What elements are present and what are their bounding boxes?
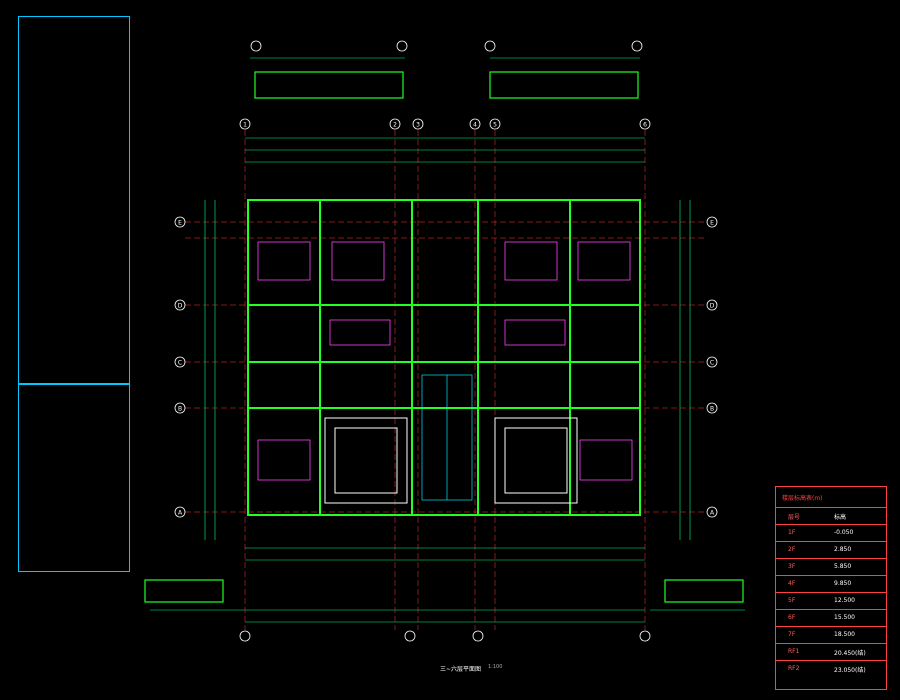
table-row: 3F 5.850 bbox=[776, 558, 886, 576]
general-notes-panel bbox=[18, 16, 130, 384]
floor-cell: 7F bbox=[788, 631, 796, 638]
floor-cell: 4F bbox=[788, 580, 796, 587]
floor-cell: 6F bbox=[788, 614, 796, 621]
floor-cell: 1F bbox=[788, 529, 796, 536]
grid-bubble-label: B bbox=[710, 406, 714, 413]
grid-bubble-label: E bbox=[710, 220, 714, 227]
level-cell: 23.050(结) bbox=[834, 667, 866, 674]
top-dimension-lines bbox=[245, 57, 645, 163]
elevation-table-header: 楼层标高表(m) bbox=[782, 495, 823, 502]
level-cell: 15.500 bbox=[834, 614, 855, 621]
grid-bubble-label: E bbox=[178, 220, 182, 227]
level-cell: 9.850 bbox=[834, 580, 852, 587]
table-row: 1F -0.050 bbox=[776, 524, 886, 542]
floor-cell: 3F bbox=[788, 563, 796, 570]
axis-lines bbox=[185, 130, 705, 630]
stair bbox=[421, 374, 473, 501]
table-row: RF2 23.050(结) bbox=[776, 660, 886, 678]
level-cell: 12.500 bbox=[834, 597, 855, 604]
grid-bubble-label: C bbox=[178, 360, 182, 367]
bottom-dimension-lines bbox=[150, 547, 745, 623]
building-walls bbox=[247, 199, 641, 516]
col-level: 标高 bbox=[834, 514, 847, 521]
grid-bubble-label: 6 bbox=[643, 122, 647, 129]
grid-bubble-label: 1 bbox=[243, 122, 247, 129]
floor-cell: 5F bbox=[788, 597, 796, 604]
level-cell: -0.050 bbox=[834, 529, 854, 536]
level-cell: 20.450(结) bbox=[834, 650, 866, 657]
table-row: 2F 2.850 bbox=[776, 541, 886, 559]
grid-bubble-label: A bbox=[710, 510, 715, 517]
table-row: RF1 20.450(结) bbox=[776, 643, 886, 661]
living-room-sofas bbox=[324, 417, 578, 504]
furniture bbox=[257, 241, 633, 481]
grid-bubble-label: B bbox=[178, 406, 182, 413]
table-row: 7F 18.500 bbox=[776, 626, 886, 644]
floor-cell: RF1 bbox=[788, 648, 800, 655]
table-row: 5F 12.500 bbox=[776, 592, 886, 610]
table-row: 6F 15.500 bbox=[776, 609, 886, 627]
floor-cell: 2F bbox=[788, 546, 796, 553]
side-dimension-lines bbox=[204, 200, 691, 540]
floor-cell: RF2 bbox=[788, 665, 800, 672]
elevation-table-head-row: 层号 标高 bbox=[776, 507, 886, 525]
level-cell: 18.500 bbox=[834, 631, 855, 638]
level-cell: 2.850 bbox=[834, 546, 852, 553]
col-floor: 层号 bbox=[788, 514, 801, 521]
grid-bubbles bbox=[174, 40, 718, 642]
plan-title: 三~六层平面图 bbox=[440, 666, 482, 673]
grid-bubble-label: 4 bbox=[473, 122, 477, 129]
grid-bubble-label: D bbox=[710, 303, 715, 310]
grid-bubble-label: 2 bbox=[393, 122, 397, 129]
floor-elevation-table: 楼层标高表(m) 层号 标高 1F -0.050 2F 2.850 3F 5.8… bbox=[775, 486, 887, 690]
plan-scale: 1:100 bbox=[488, 664, 503, 670]
grid-bubble-label: D bbox=[178, 303, 183, 310]
top-balconies bbox=[144, 71, 744, 603]
table-row: 4F 9.850 bbox=[776, 575, 886, 593]
level-cell: 5.850 bbox=[834, 563, 852, 570]
grid-bubble-label: 3 bbox=[416, 122, 420, 129]
grid-bubble-label: 5 bbox=[493, 122, 497, 129]
title-block bbox=[18, 384, 130, 572]
grid-bubble-label: C bbox=[710, 360, 714, 367]
grid-bubble-label: A bbox=[178, 510, 183, 517]
